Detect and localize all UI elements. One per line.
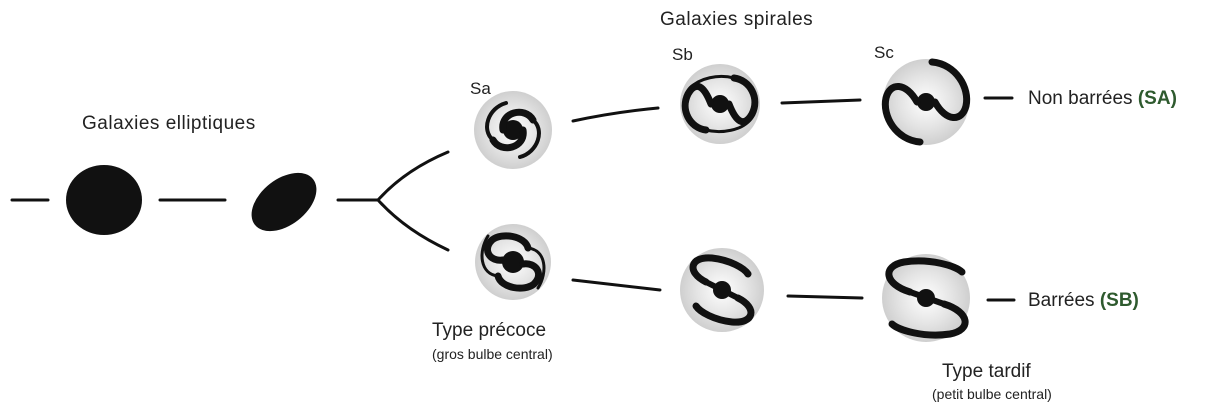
galaxy-sba [475,224,551,300]
fork-lower-branch [378,200,448,250]
connector-line [788,296,862,298]
fork-upper-branch [378,152,448,200]
elliptical-galaxies-title: Galaxies elliptiques [82,113,256,135]
sb-label: Sb [672,45,693,65]
late-type-label: Type tardif [942,361,1031,383]
barred-text: Barrées [1028,290,1095,311]
elliptical-galaxy-e0 [66,165,142,235]
connector-line [573,108,658,121]
barred-label: Barrées (SB) [1028,290,1139,312]
galaxy-sb [680,64,760,144]
galaxy-sbb [680,248,764,332]
barred-code: (SB) [1100,290,1139,311]
unbarred-code: (SA) [1138,88,1177,109]
galaxy-sc [883,59,969,145]
spiral-galaxies-title: Galaxies spirales [660,9,813,31]
galaxy-sa [474,91,552,169]
unbarred-text: Non barrées [1028,88,1133,109]
connector-line [573,280,660,290]
early-type-note: (gros bulbe central) [432,346,553,362]
elliptical-galaxy-e5 [241,161,328,243]
early-type-label: Type précoce [432,320,546,342]
unbarred-label: Non barrées (SA) [1028,88,1177,110]
connector-line [782,100,860,103]
sc-label: Sc [874,43,894,63]
late-type-note: (petit bulbe central) [932,386,1052,402]
galaxy-sbc [882,254,970,342]
sa-label: Sa [470,79,491,99]
